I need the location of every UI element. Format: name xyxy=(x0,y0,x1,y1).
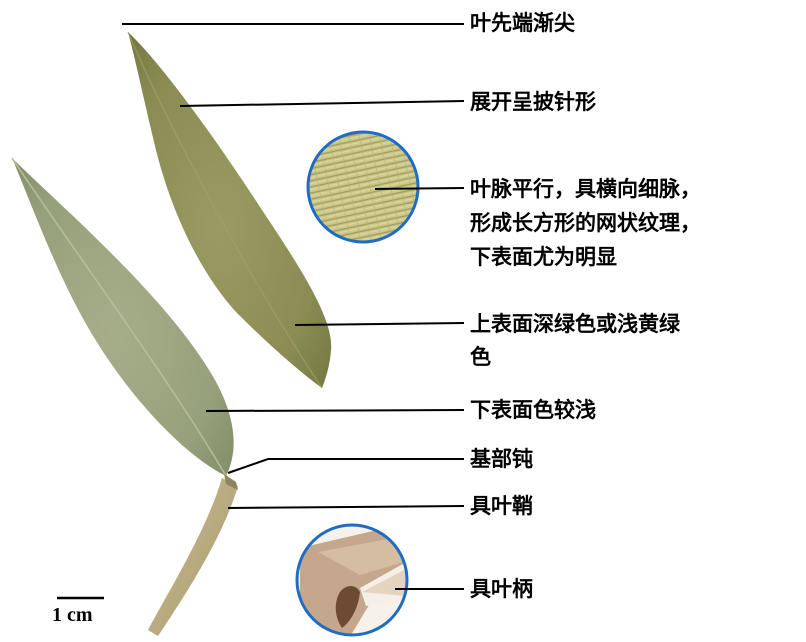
leader-base xyxy=(228,459,464,473)
label-upper-surface-line2: 色 xyxy=(470,343,491,371)
leaf-sheath xyxy=(148,478,238,636)
label-base: 基部钝 xyxy=(470,445,533,473)
label-sheath: 具叶鞘 xyxy=(470,492,533,520)
venation-lens xyxy=(300,125,430,255)
scale-bar-label: 1 cm xyxy=(52,604,93,627)
petiole-lens xyxy=(295,520,420,640)
label-venation-line3: 下表面尤为明显 xyxy=(470,243,617,271)
label-petiole: 具叶柄 xyxy=(470,575,533,603)
label-lower-surface: 下表面色较浅 xyxy=(470,396,596,424)
leader-venation xyxy=(375,188,464,189)
label-shape: 展开呈披针形 xyxy=(470,88,596,116)
leader-sheath xyxy=(228,506,464,508)
label-venation-line1: 叶脉平行，具横向细脉， xyxy=(470,175,701,203)
label-upper-surface-line1: 上表面深绿色或浅黄绿 xyxy=(470,310,680,338)
leader-shape xyxy=(180,101,464,106)
label-venation-line2: 形成长方形的网状纹理， xyxy=(470,209,701,237)
leader-lower xyxy=(206,410,464,411)
label-tip: 叶先端渐尖 xyxy=(470,9,575,37)
